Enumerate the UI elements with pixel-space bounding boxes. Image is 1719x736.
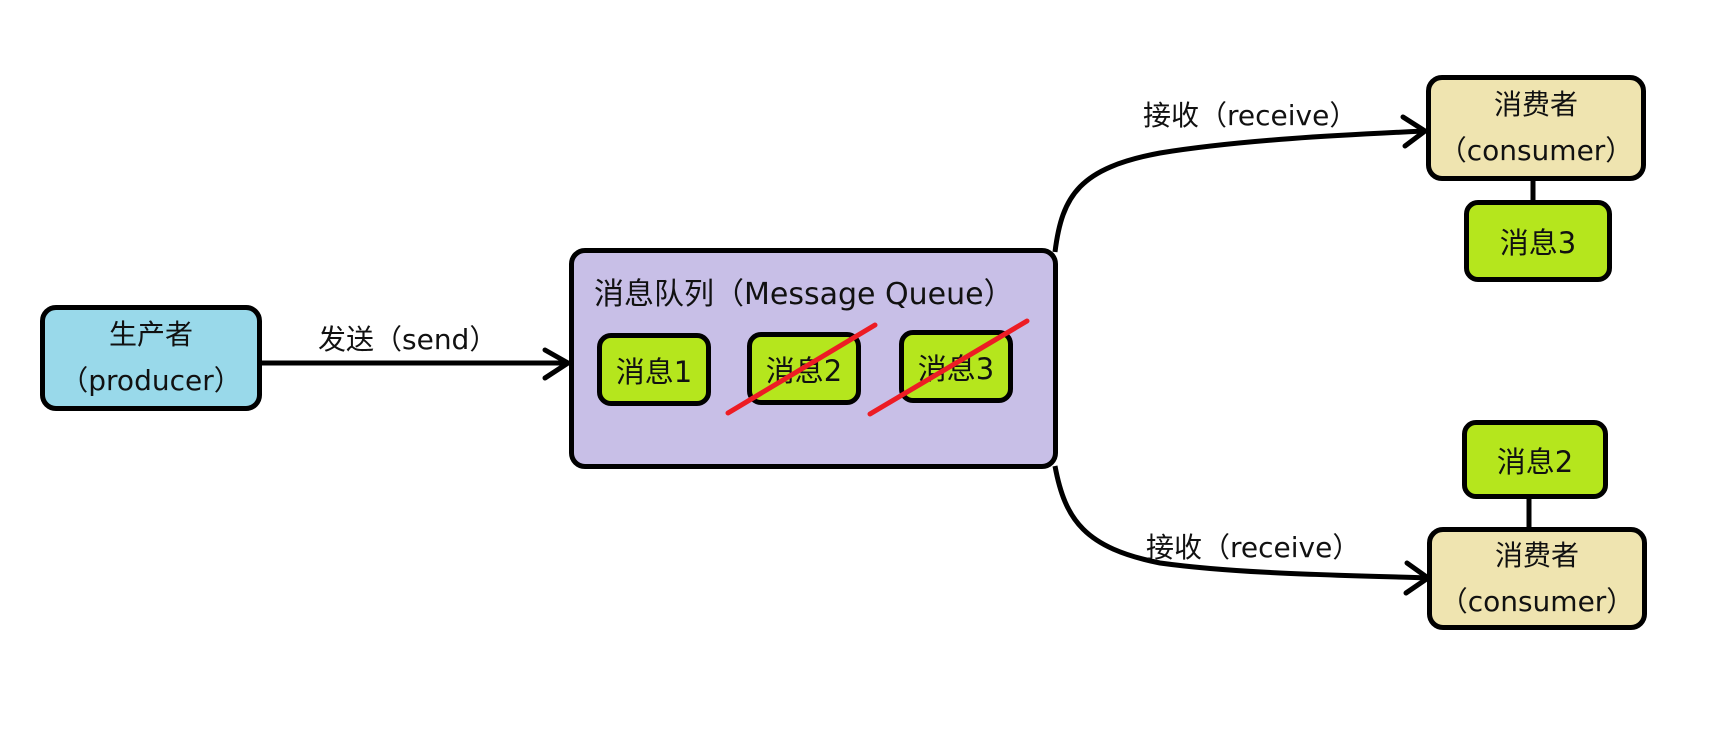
consumer-node-2: 消费者 （consumer）: [1427, 527, 1647, 630]
queue-title: 消息队列（Message Queue）: [594, 277, 1014, 312]
queue-message-label: 消息3: [917, 351, 995, 386]
queue-message-label: 消息1: [615, 354, 693, 389]
consumer-subtitle: （consumer）: [1438, 134, 1634, 167]
queue-message-label: 消息2: [765, 353, 843, 388]
consumer-subtitle: （consumer）: [1439, 584, 1635, 618]
queue-message-2: 消息2: [747, 332, 861, 405]
producer-subtitle: （producer）: [60, 364, 242, 397]
received-message-label: 消息2: [1496, 444, 1574, 479]
received-message-label: 消息3: [1499, 226, 1577, 260]
receive-arrowhead-top: [1400, 114, 1430, 149]
consumer2-received-message: 消息2: [1462, 420, 1608, 499]
consumer-node-1: 消费者 （consumer）: [1426, 75, 1646, 181]
send-arrowhead: [542, 347, 573, 381]
send-edge-label: 发送（send）: [318, 323, 498, 356]
receive-edge-label-bottom: 接收（receive）: [1146, 531, 1361, 564]
consumer-title: 消费者: [1494, 538, 1579, 572]
producer-title: 生产者: [108, 318, 193, 351]
receive-arrow-top-line: [1052, 128, 1426, 253]
consumer-title: 消费者: [1493, 88, 1578, 121]
producer-node: 生产者 （producer）: [40, 305, 262, 411]
queue-message-3: 消息3: [899, 330, 1013, 403]
consumer1-received-message: 消息3: [1464, 200, 1612, 282]
receive-arrow-bottom-line: [1052, 465, 1429, 581]
queue-message-1: 消息1: [597, 333, 711, 406]
receive-edge-label-top: 接收（receive）: [1143, 99, 1358, 132]
